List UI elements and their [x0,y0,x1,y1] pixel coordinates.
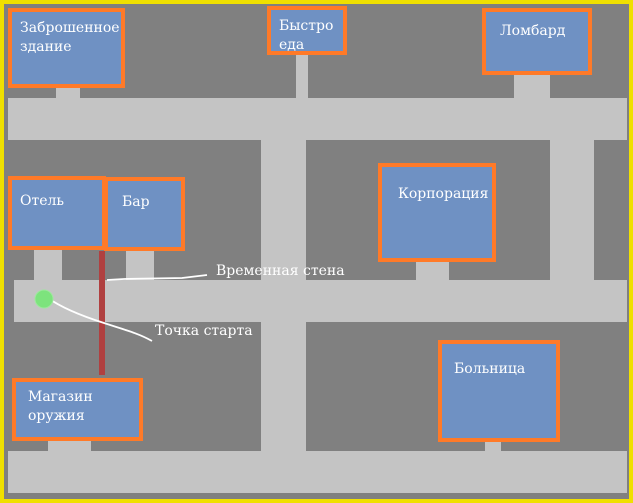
building-fastfood[interactable]: Быстро еда [267,6,347,55]
road-north-main [8,98,627,140]
temp-wall-label: Временная стена [216,263,345,279]
road-south-main [8,451,627,493]
start-marker-icon[interactable] [34,289,54,309]
driveway-corporation [416,262,449,280]
building-pawnshop[interactable]: Ломбард [482,8,592,75]
road-middle-main [14,280,627,322]
building-gunshop[interactable]: Магазин оружия [12,378,143,441]
driveway-abandoned [56,88,80,98]
building-hospital[interactable]: Больница [438,340,560,442]
building-corporation[interactable]: Корпорация [378,163,496,262]
driveway-pawnshop [514,75,550,98]
road-east-vertical [550,140,594,280]
driveway-hospital [485,442,501,451]
road-center-vertical [261,140,306,451]
driveway-gunshop [48,441,91,451]
driveway-fastfood [296,54,308,98]
temp-wall-pointer-line [106,274,208,281]
start-pointer-line [47,297,153,342]
driveway-hotel [34,250,62,280]
building-bar[interactable]: Бар [104,177,185,251]
driveway-bar [126,250,154,280]
start-point-label: Точка старта [155,323,253,339]
annotation-layer [34,274,208,342]
building-abandoned[interactable]: Заброшенное здание [8,8,125,88]
temporary-wall [99,251,105,375]
